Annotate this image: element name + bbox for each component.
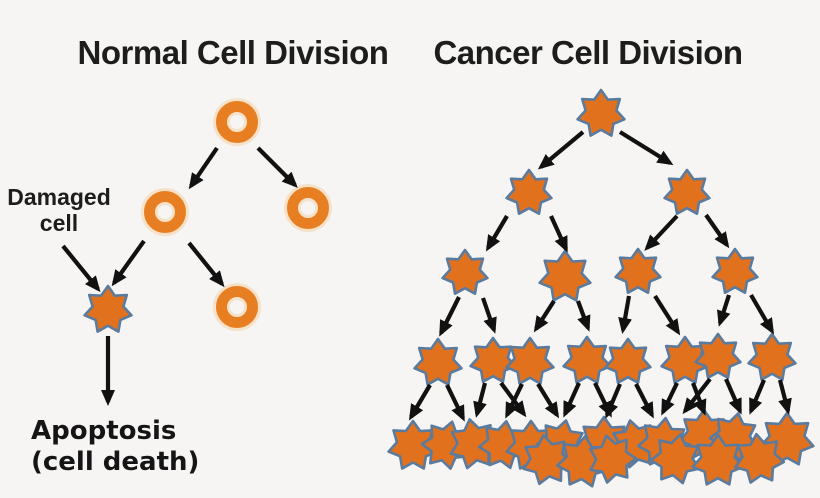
cancer-cell-star (691, 433, 745, 486)
division-arrow (704, 213, 730, 249)
damaged-cell-star (83, 284, 133, 333)
division-arrow (644, 214, 679, 251)
damaged-cell-label-line1: Damaged (7, 184, 111, 210)
division-arrow (485, 214, 509, 252)
cancer-cell-star (505, 168, 553, 215)
division-arrow (533, 299, 556, 333)
cancer-cell-star (469, 336, 517, 384)
cancer-cell-star (505, 336, 555, 385)
cancer-cell-star (562, 335, 612, 384)
division-arrow (256, 146, 298, 188)
cancer-cell-star (663, 168, 711, 215)
division-arrow (111, 239, 146, 287)
arrows-layer (61, 130, 792, 422)
damaged-cell-label: Damaged cell (7, 184, 111, 236)
division-arrow (499, 381, 527, 418)
cancer-cell-star (441, 248, 489, 296)
normal-cell-ring (144, 191, 186, 233)
damaged-cell-label-line2: cell (39, 210, 79, 236)
division-arrow (634, 383, 654, 419)
division-arrow (724, 378, 742, 415)
division-arrow (749, 379, 766, 415)
division-arrow (445, 384, 465, 422)
cancer-cell-star (604, 337, 652, 385)
cancer-cell-division-title: Cancer Cell Division (433, 34, 743, 71)
cancer-cell-star (649, 433, 701, 485)
division-arrow (777, 379, 792, 415)
division-arrow (536, 382, 560, 419)
division-arrow (408, 383, 432, 421)
apoptosis-label-line2: (cell death) (31, 447, 200, 477)
normal-cell-ring (216, 101, 258, 143)
division-arrow (473, 382, 488, 418)
division-arrow (439, 296, 461, 337)
division-arrow (188, 146, 219, 190)
apoptosis-label: Apoptosis (cell death) (31, 416, 199, 478)
division-arrow (549, 215, 568, 253)
division-arrow (749, 293, 775, 335)
apoptosis-label-line1: Apoptosis (31, 416, 177, 446)
division-arrow (61, 244, 101, 293)
cancer-cell-star (576, 88, 626, 137)
cancer-cell-star (614, 247, 662, 295)
cancer-cell-star (733, 432, 786, 484)
cancer-cell-star (711, 247, 759, 295)
normal-cell-ring (216, 286, 258, 328)
normal-cell-ring (287, 187, 329, 229)
division-arrow (563, 382, 581, 418)
division-arrow (481, 297, 497, 334)
cancer-cell-star (413, 337, 463, 386)
division-arrow (653, 294, 681, 336)
cancer-cell-star (538, 249, 592, 302)
division-arrow (505, 383, 524, 419)
division-arrow (187, 241, 225, 288)
division-arrow (691, 382, 707, 416)
division-arrow (682, 377, 712, 415)
cells-layer (83, 88, 815, 488)
division-arrow (717, 294, 731, 327)
division-arrow (576, 300, 591, 332)
division-arrow (661, 382, 679, 416)
division-arrow (537, 130, 585, 170)
division-arrow (618, 295, 632, 334)
division-arrow (605, 383, 622, 419)
normal-cell-division-title: Normal Cell Division (77, 34, 389, 71)
cancer-cell-star (747, 332, 797, 381)
cancer-cell-star (694, 332, 742, 380)
division-arrow (618, 130, 674, 166)
cancer-cell-star (588, 434, 638, 484)
